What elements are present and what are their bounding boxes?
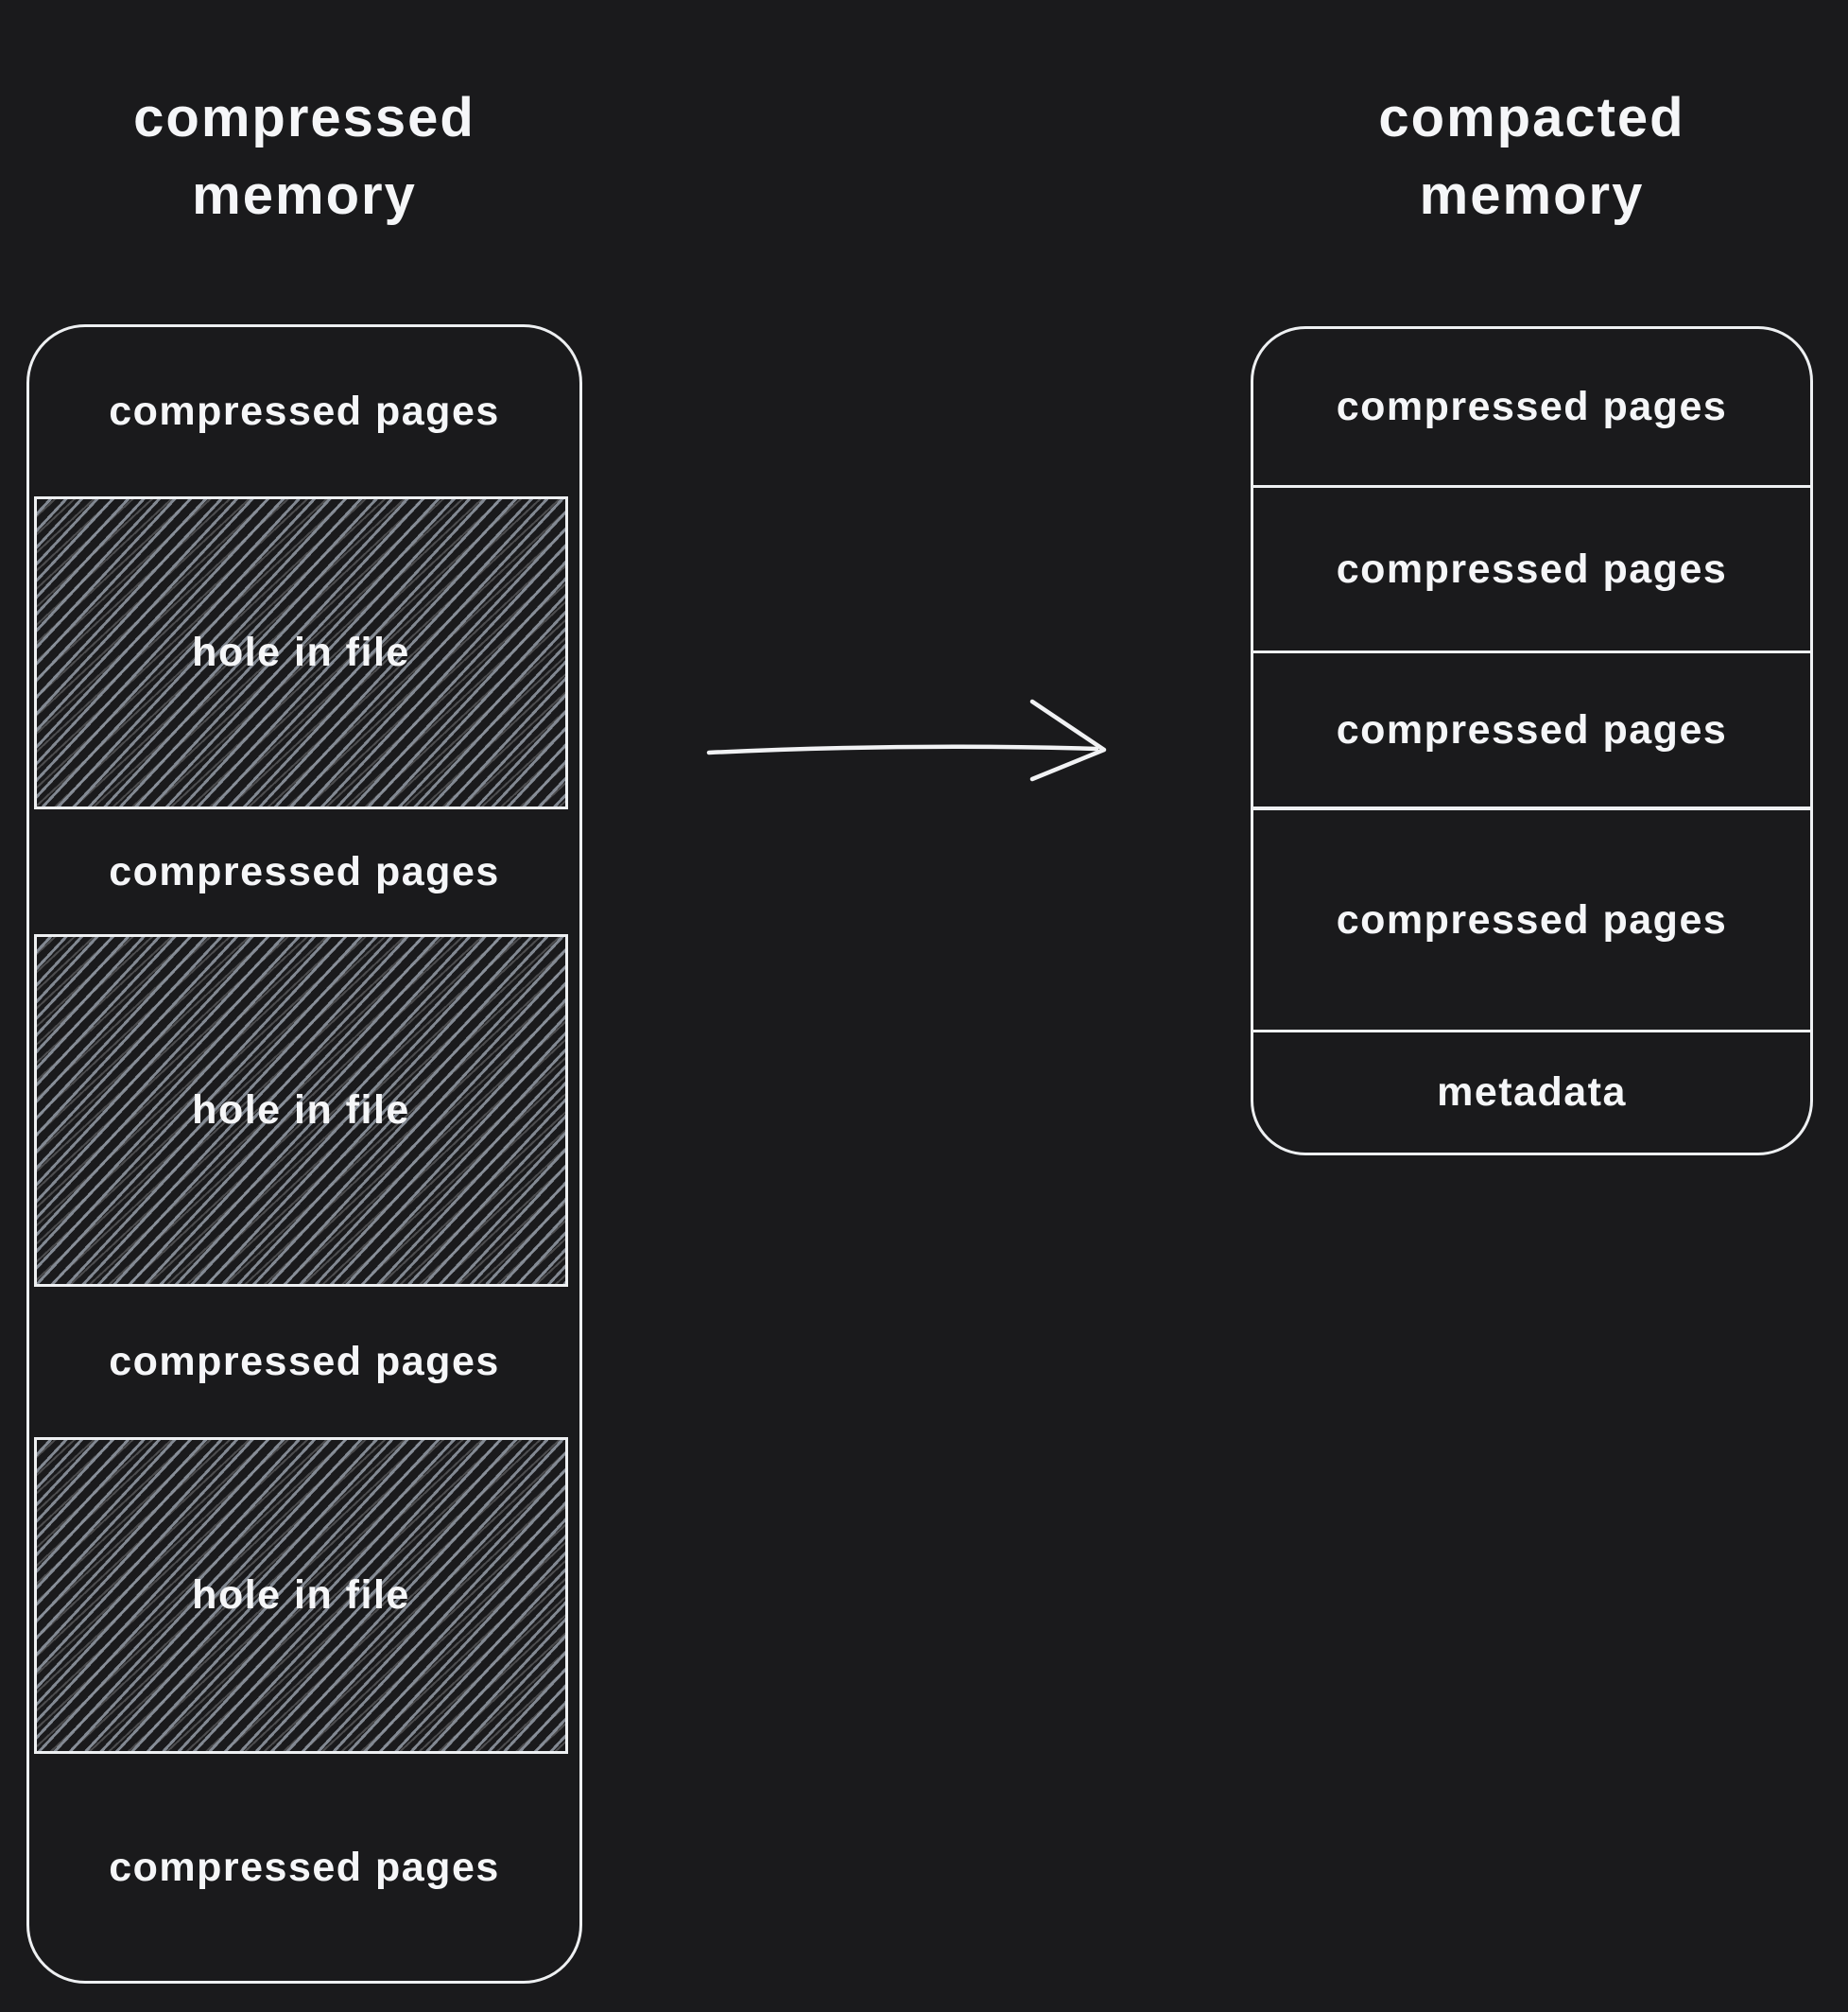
title-line: memory <box>192 165 417 226</box>
compressed-memory-title: compressed memory <box>26 79 582 234</box>
right-section-compressed-pages-2: compressed pages <box>1253 485 1810 650</box>
left-section-compressed-pages-4: compressed pages <box>29 1754 579 1981</box>
section-label: hole in file <box>192 1087 410 1133</box>
title-line: compacted <box>1378 87 1685 148</box>
compacted-memory-container: compressed pages compressed pages compre… <box>1251 326 1813 1155</box>
left-section-compressed-pages-1: compressed pages <box>29 327 579 496</box>
section-label: metadata <box>1437 1069 1627 1115</box>
section-label: compressed pages <box>109 848 500 894</box>
compressed-memory-container: compressed pages hole in file compressed… <box>26 324 582 1984</box>
section-label: hole in file <box>192 1572 410 1618</box>
left-section-compressed-pages-2: compressed pages <box>29 809 579 934</box>
section-label: compressed pages <box>109 1844 500 1890</box>
right-section-compressed-pages-1: compressed pages <box>1253 329 1810 485</box>
left-section-hole-in-file-2: hole in file <box>34 934 568 1287</box>
left-section-compressed-pages-3: compressed pages <box>29 1287 579 1437</box>
section-label: compressed pages <box>1336 384 1728 429</box>
right-section-compressed-pages-3: compressed pages <box>1253 650 1810 807</box>
section-label: compressed pages <box>1336 546 1728 592</box>
left-section-hole-in-file-1: hole in file <box>34 496 568 809</box>
right-section-compressed-pages-4: compressed pages <box>1253 807 1810 1030</box>
section-label: compressed pages <box>109 389 500 434</box>
left-section-hole-in-file-3: hole in file <box>34 1437 568 1754</box>
title-line: memory <box>1419 165 1645 226</box>
section-label: hole in file <box>192 630 410 675</box>
section-label: compressed pages <box>109 1339 500 1384</box>
title-line: compressed <box>133 87 475 148</box>
right-section-metadata: metadata <box>1253 1030 1810 1153</box>
compacted-memory-title: compacted memory <box>1251 79 1813 234</box>
right-arrow-icon <box>706 699 1107 782</box>
section-label: compressed pages <box>1336 896 1728 943</box>
section-label: compressed pages <box>1336 706 1728 753</box>
